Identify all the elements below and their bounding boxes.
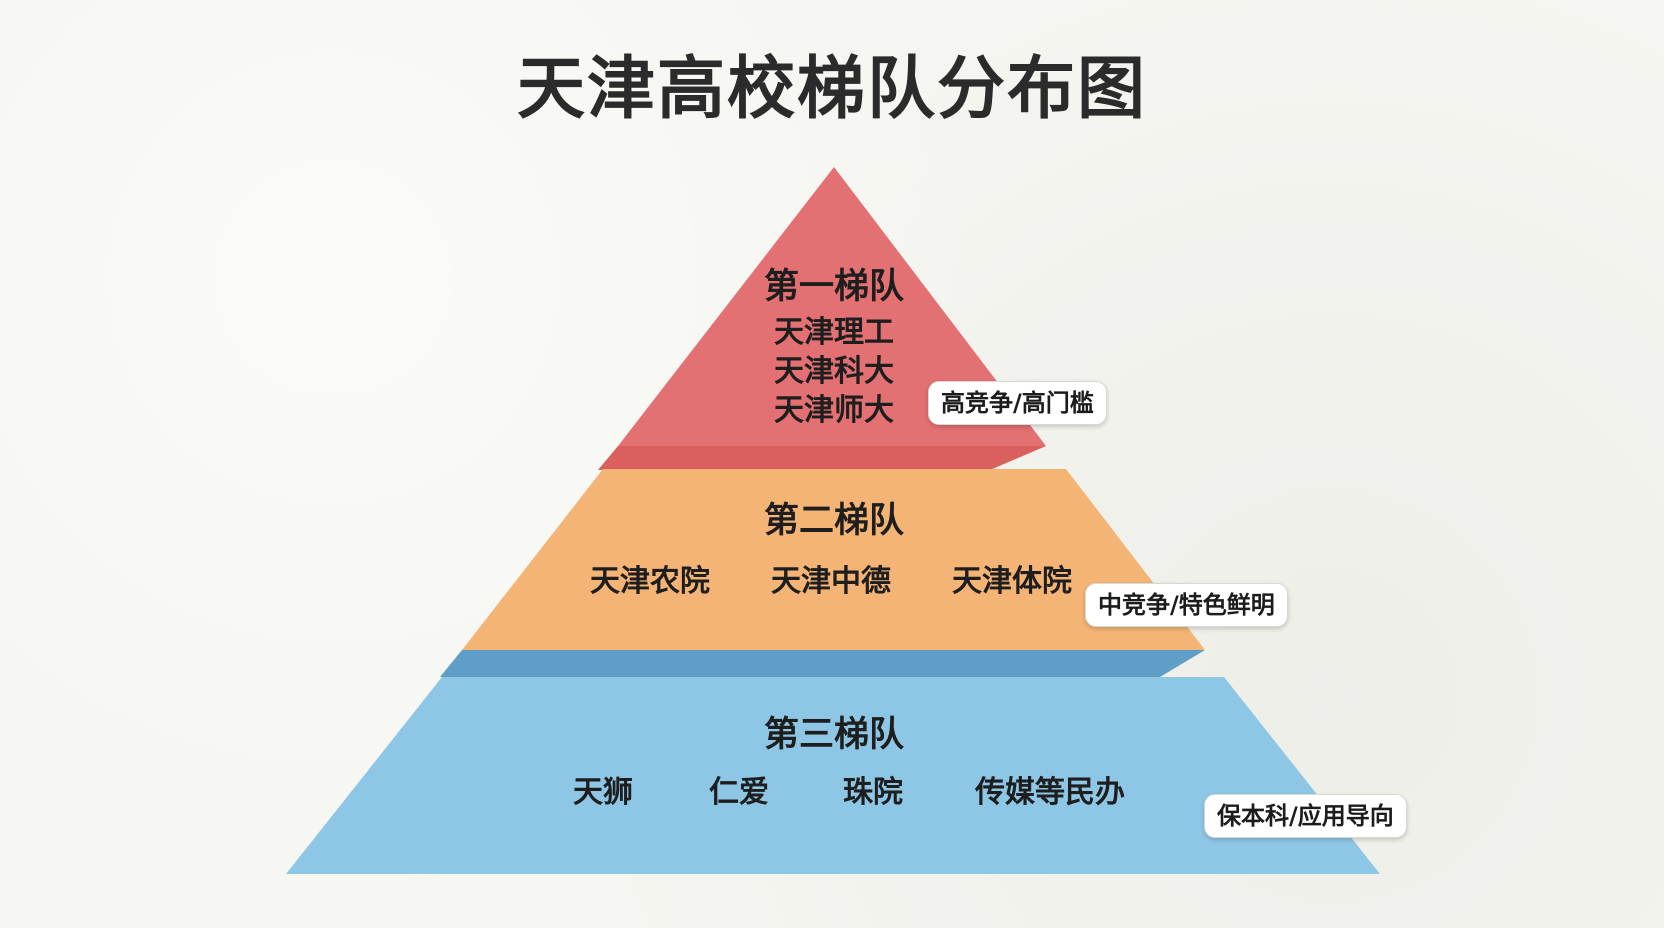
tier2-school: 天津体院 [952,564,1072,599]
tier2-school: 天津农院 [590,564,710,599]
tier2-shade [440,650,1205,677]
diagram-title: 天津高校梯队分布图 [516,50,1147,129]
tier3-tag: 保本科/应用导向 [1204,794,1407,838]
tier3-school: 仁爱 [709,775,769,810]
tier2-block [462,469,1205,650]
tier1-school: 天津师大 [774,393,894,428]
tier1-school: 天津理工 [774,315,894,350]
tier3-school: 天狮 [573,775,633,810]
tier2-heading: 第二梯队 [763,501,904,541]
tier3-school: 珠院 [843,775,903,810]
tier1-block [618,167,1046,446]
tier2-school: 天津中德 [771,564,891,599]
tier3-block [286,677,1380,874]
tier3-heading: 第三梯队 [763,715,904,755]
tier3-school: 传媒等民办 [975,775,1125,810]
tier1-shade [598,446,1046,470]
tier2-tag: 中竞争/特色鲜明 [1085,583,1288,627]
tier1-school: 天津科大 [774,354,894,389]
tier1-tag: 高竞争/高门槛 [928,381,1107,425]
tier1-heading: 第一梯队 [763,267,904,307]
